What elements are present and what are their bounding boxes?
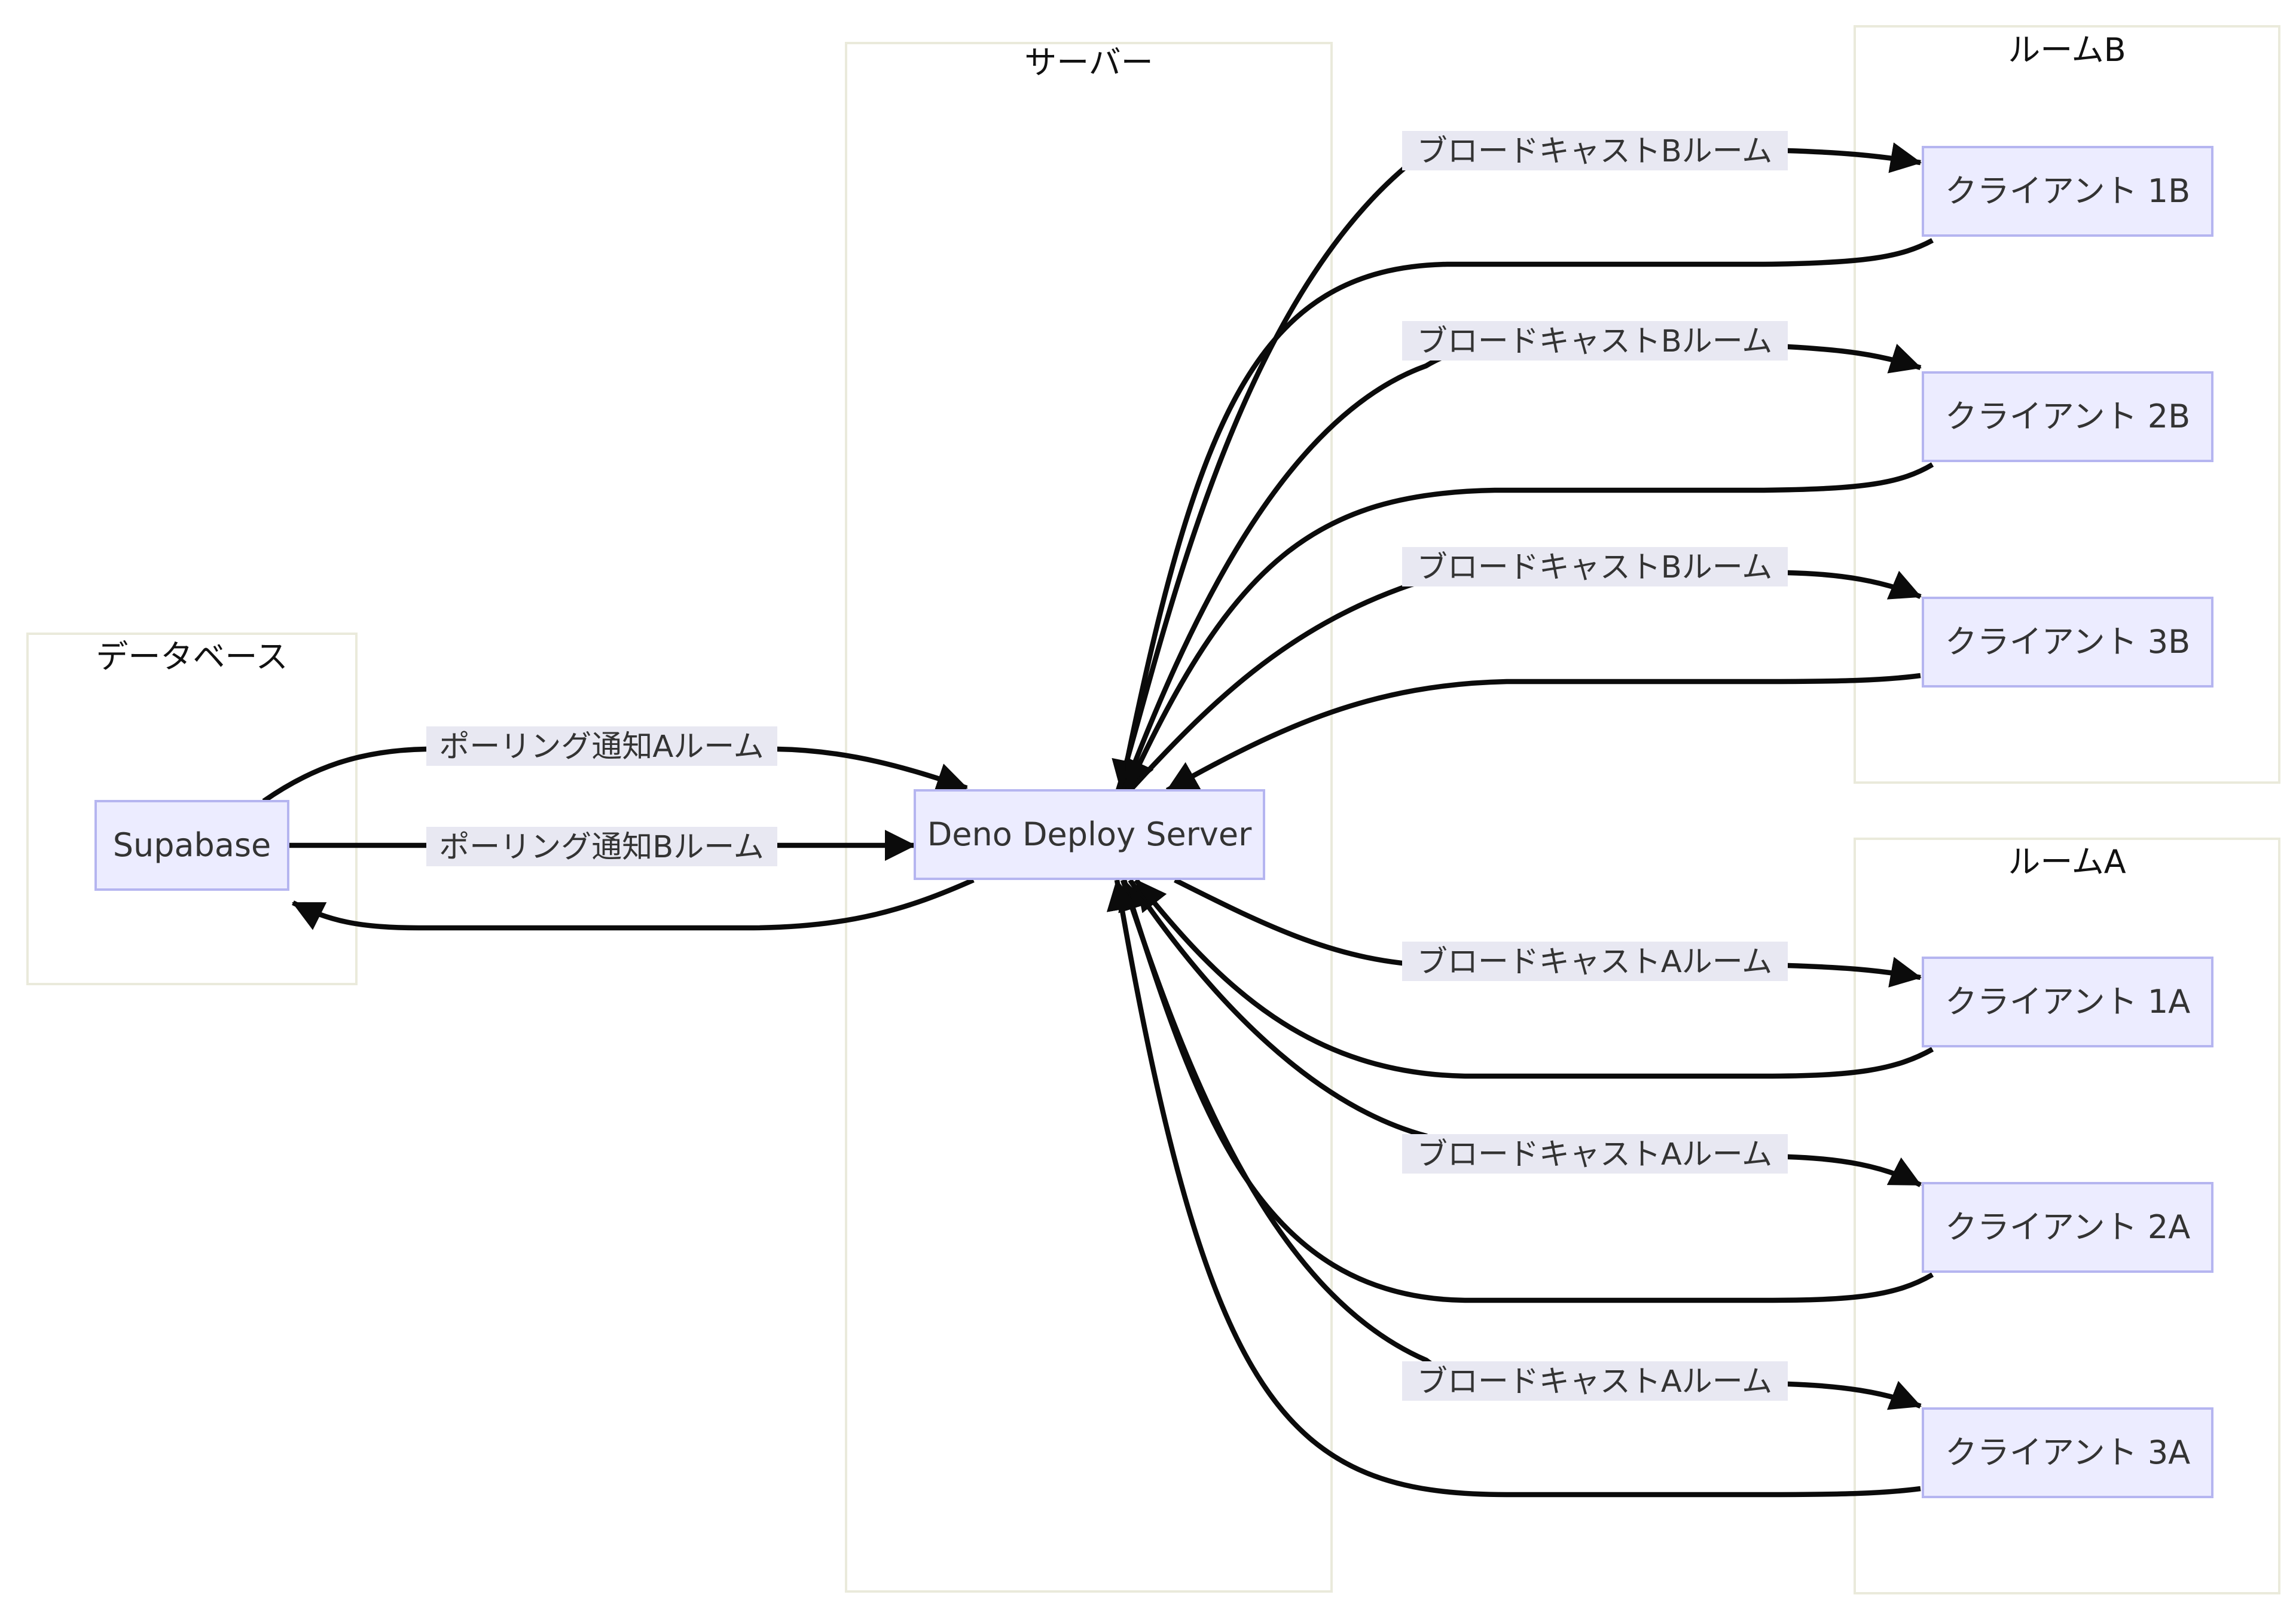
edge-server-to-client-3a [1120,879,1922,1410]
edge-label-broadcast-b-1: ブロードキャストBルーム [1402,131,1788,170]
nodes: Supabase Deno Deploy Server クライアント 1B クラ… [94,146,2213,1498]
edge-client-3a-to-server [1106,879,1921,1498]
edge-label-broadcast-a-2-text: ブロードキャストAルーム [1417,1137,1772,1172]
edge-client-3b-to-server [1165,673,1921,793]
edge-client-2b-to-server [1125,462,1934,792]
edge-label-poll-b: ポーリング通知Bルーム [426,827,777,866]
cluster-title-room-b: ルームB [2008,31,2126,69]
node-client-2a-label: クライアント 2A [1945,1208,2190,1246]
node-client-3a-label: クライアント 3A [1945,1434,2190,1471]
edge-client-1b-to-server [1112,238,1934,792]
edge-label-poll-b-text: ポーリング通知Bルーム [439,830,764,865]
edge-label-broadcast-a-3-text: ブロードキャストAルーム [1417,1364,1772,1400]
cluster-title-database: データベース [96,638,288,676]
edge-label-broadcast-b-2-text: ブロードキャストBルーム [1417,324,1772,359]
edge-label-broadcast-b-3-text: ブロードキャストBルーム [1417,550,1772,585]
edge-label-broadcast-b-3: ブロードキャストBルーム [1402,547,1788,586]
edge-label-poll-a: ポーリング通知Aルーム [426,726,777,766]
node-client-3b-label: クライアント 3B [1945,623,2190,661]
cluster-title-server: サーバー [1024,44,1153,81]
edge-label-broadcast-b-2: ブロードキャストBルーム [1402,321,1788,361]
node-client-2b-label: クライアント 2B [1945,398,2190,435]
cluster-title-room-a: ルームA [2008,843,2126,881]
edge-server-to-client-2b [1122,344,1922,792]
node-supabase-label: Supabase [113,826,271,864]
node-client-2b[interactable]: クライアント 2B [1922,371,2213,462]
edge-label-broadcast-a-3: ブロードキャストAルーム [1402,1361,1788,1401]
edge-label-broadcast-a-1: ブロードキャストAルーム [1402,942,1788,981]
node-supabase[interactable]: Supabase [94,800,289,891]
edge-label-broadcast-a-1-text: ブロードキャストAルーム [1417,945,1772,980]
node-client-1b[interactable]: クライアント 1B [1922,146,2213,237]
cluster-database: データベース [26,633,358,985]
node-client-1a[interactable]: クライアント 1A [1922,957,2213,1047]
node-client-3b[interactable]: クライアント 3B [1922,597,2213,688]
node-client-1b-label: クライアント 1B [1945,172,2190,210]
node-client-2a[interactable]: クライアント 2A [1922,1182,2213,1273]
node-deno-deploy-server-label: Deno Deploy Server [927,815,1252,853]
edge-label-broadcast-b-1-text: ブロードキャストBルーム [1417,134,1772,169]
edge-server-to-supabase [292,878,975,931]
node-client-1a-label: クライアント 1A [1945,983,2190,1021]
node-client-3a[interactable]: クライアント 3A [1922,1407,2213,1498]
edge-server-to-client-1b [1115,142,1922,792]
edge-label-poll-a-text: ポーリング通知Aルーム [439,729,764,765]
edge-labels: ポーリング通知Aルーム ポーリング通知Bルーム ブロードキャストBルーム ブロー… [426,131,1788,1401]
edge-client-1a-to-server [1134,878,1934,1079]
edge-label-broadcast-a-2: ブロードキャストAルーム [1402,1134,1788,1174]
node-deno-deploy-server[interactable]: Deno Deploy Server [914,789,1265,880]
